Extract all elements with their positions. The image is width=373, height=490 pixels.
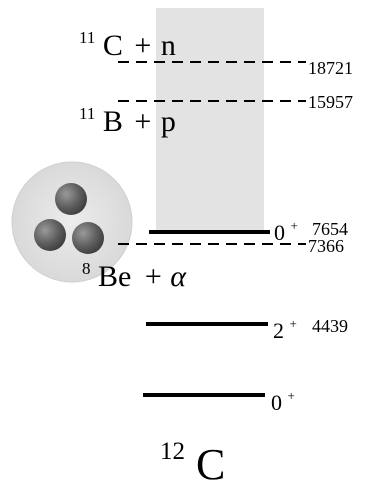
channel-label-be8-alpha: 8 Be + α	[82, 248, 187, 293]
nucleus-symbol: C	[196, 440, 225, 485]
threshold-energy-15957: 15957	[308, 92, 353, 112]
nucleus-mass-number: 12	[160, 438, 185, 465]
alpha-particle-top	[55, 183, 87, 215]
channel-plus-be8: +	[145, 260, 162, 293]
channel-core-be8: Be	[98, 260, 131, 293]
channel-mass-c11: 11	[79, 28, 95, 47]
channel-plus-c11: +	[134, 29, 151, 62]
channel-mass-be8: 8	[82, 259, 91, 278]
channel-particle-alpha: α	[170, 260, 187, 293]
threshold-energy-7366: 7366	[308, 236, 344, 256]
level-parity-value: +	[291, 218, 298, 233]
nucleus-label: 12 C	[160, 420, 225, 485]
channel-particle-p: p	[161, 105, 176, 138]
channel-particle-n: n	[161, 29, 176, 62]
threshold-energy-18721: 18721	[308, 58, 353, 78]
alpha-particle-right	[72, 222, 104, 254]
level-spin-4439: 2 +	[273, 316, 297, 343]
level-spin-7654: 0 +	[274, 218, 298, 245]
channel-core-c11: C	[103, 29, 123, 62]
alpha-particle-left	[34, 219, 66, 251]
level-energy-4439: 4439	[312, 316, 348, 336]
channel-plus-b11: +	[134, 105, 151, 138]
channel-mass-b11: 11	[79, 104, 95, 123]
level-parity-value: +	[290, 316, 297, 331]
level-spin-value: 0	[271, 390, 282, 415]
level-parity-value: +	[288, 388, 295, 403]
channel-core-b11: B	[103, 105, 123, 138]
level-spin-value: 0	[274, 220, 285, 245]
level-spin-value: 2	[273, 318, 284, 343]
level-spin-ground: 0 +	[271, 388, 295, 415]
